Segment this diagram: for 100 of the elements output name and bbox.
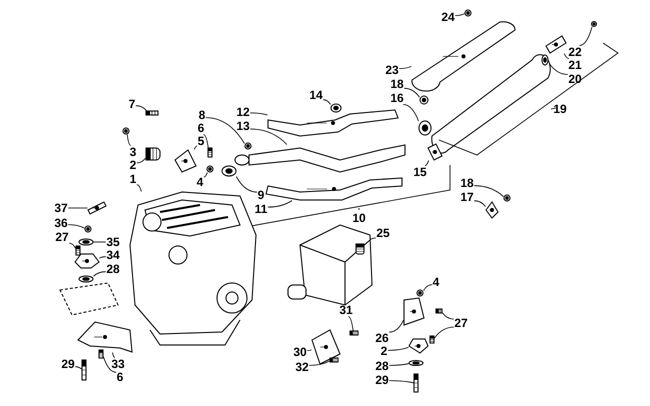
callout-number: 26 bbox=[375, 332, 389, 344]
bracket-drawing bbox=[485, 201, 499, 219]
callout-number: 28 bbox=[375, 360, 389, 372]
callout-number: 34 bbox=[106, 249, 120, 261]
callout-number: 37 bbox=[54, 202, 68, 214]
bolt-drawing bbox=[82, 360, 86, 380]
callout-number: 10 bbox=[352, 212, 366, 224]
bolt-drawing bbox=[414, 374, 418, 392]
callout-number: 29 bbox=[61, 358, 75, 370]
bolt-drawing bbox=[430, 336, 434, 344]
callout-number: 14 bbox=[309, 89, 323, 101]
callout-number: 16 bbox=[390, 92, 404, 104]
rubber-mount-drawing bbox=[146, 148, 160, 160]
leader-line bbox=[306, 349, 312, 351]
callout-number: 17 bbox=[460, 191, 474, 203]
leader-line bbox=[136, 184, 142, 192]
gasket-drawing bbox=[418, 120, 432, 136]
screw-drawing bbox=[591, 21, 597, 27]
heat-shield-drawing bbox=[265, 177, 402, 200]
callout-number: 4 bbox=[196, 176, 204, 188]
leader-line bbox=[203, 134, 209, 148]
callout-number: 20 bbox=[568, 73, 582, 85]
leader-line bbox=[564, 53, 570, 59]
washer-drawing bbox=[78, 238, 94, 246]
bracket-drawing bbox=[174, 149, 197, 173]
callout-number: 13 bbox=[236, 120, 250, 132]
leader-line bbox=[404, 88, 420, 98]
leader-line bbox=[322, 99, 331, 105]
nut-drawing bbox=[122, 128, 130, 134]
bolt-drawing bbox=[436, 308, 442, 314]
leader-line bbox=[126, 134, 132, 146]
leader-line bbox=[236, 176, 258, 192]
nut-drawing bbox=[244, 142, 252, 150]
bolt-drawing bbox=[350, 330, 358, 336]
leader-line bbox=[112, 352, 116, 358]
leader-line bbox=[579, 26, 592, 46]
leader-line bbox=[387, 347, 409, 351]
leader-line bbox=[203, 172, 208, 178]
leader-line bbox=[68, 242, 76, 249]
callout-number: 27 bbox=[454, 317, 468, 329]
leader-line bbox=[267, 200, 292, 208]
callout-number: 30 bbox=[293, 346, 307, 358]
heat-shield-drawing bbox=[411, 21, 516, 92]
pipe-shield-drawing bbox=[268, 109, 399, 136]
leader-line bbox=[205, 117, 245, 144]
gasket-drawing bbox=[222, 166, 236, 176]
callout-number: 27 bbox=[55, 231, 69, 243]
bolt-drawing bbox=[208, 148, 212, 158]
callout-number: 24 bbox=[441, 11, 455, 23]
callout-number: 12 bbox=[236, 106, 250, 118]
callout-number: 31 bbox=[339, 304, 353, 316]
engine-bracket-drawing bbox=[77, 321, 133, 353]
callout-number: 33 bbox=[111, 358, 125, 370]
spring-drawing bbox=[427, 143, 443, 161]
leader-line bbox=[402, 104, 419, 122]
nut-drawing bbox=[206, 166, 214, 172]
callout-number: 11 bbox=[254, 203, 268, 215]
washer-drawing bbox=[408, 360, 424, 366]
washer-drawing bbox=[78, 276, 94, 282]
leader-line bbox=[434, 326, 454, 338]
decal-drawing bbox=[87, 201, 107, 215]
leader-line bbox=[348, 316, 354, 331]
callout-number: 19 bbox=[553, 103, 567, 115]
callout-number: 4 bbox=[432, 276, 440, 288]
callout-number: 6 bbox=[116, 371, 124, 383]
leader-line bbox=[250, 112, 268, 116]
lever-drawing bbox=[356, 244, 364, 254]
leader-line bbox=[99, 256, 106, 258]
callout-number: 22 bbox=[568, 46, 582, 58]
nut-drawing bbox=[416, 290, 424, 296]
callout-number: 18 bbox=[390, 78, 404, 90]
leader-line bbox=[454, 13, 465, 16]
callout-number: 6 bbox=[198, 122, 204, 134]
leader-line bbox=[93, 271, 106, 277]
callout-number: 3 bbox=[130, 146, 136, 158]
leader-line bbox=[136, 158, 146, 164]
gasket-drawing bbox=[542, 54, 548, 66]
screw-drawing bbox=[464, 10, 472, 16]
callout-number: 29 bbox=[375, 374, 389, 386]
leader-line bbox=[398, 66, 412, 69]
bolt-drawing bbox=[330, 358, 338, 362]
bracket-drawing bbox=[404, 297, 425, 326]
leader-line bbox=[388, 320, 404, 332]
leader-line bbox=[308, 360, 330, 366]
leader-line bbox=[388, 363, 409, 366]
leader-line bbox=[388, 380, 414, 384]
callout-number: 28 bbox=[106, 263, 120, 275]
callout-number: 35 bbox=[106, 236, 120, 248]
leader-line bbox=[135, 105, 147, 111]
callout-number: 2 bbox=[380, 345, 388, 357]
nut-drawing bbox=[84, 226, 92, 232]
leader-line bbox=[474, 200, 486, 207]
callout-number: 32 bbox=[295, 361, 309, 373]
exhaust-pipe-drawing bbox=[234, 144, 406, 173]
callout-number: 18 bbox=[460, 177, 474, 189]
callout-number: 15 bbox=[413, 166, 427, 178]
grommet-drawing bbox=[504, 194, 510, 202]
cover-plate-drawing bbox=[311, 329, 341, 365]
callout-number: 21 bbox=[568, 59, 582, 71]
bolt-drawing bbox=[76, 246, 80, 256]
